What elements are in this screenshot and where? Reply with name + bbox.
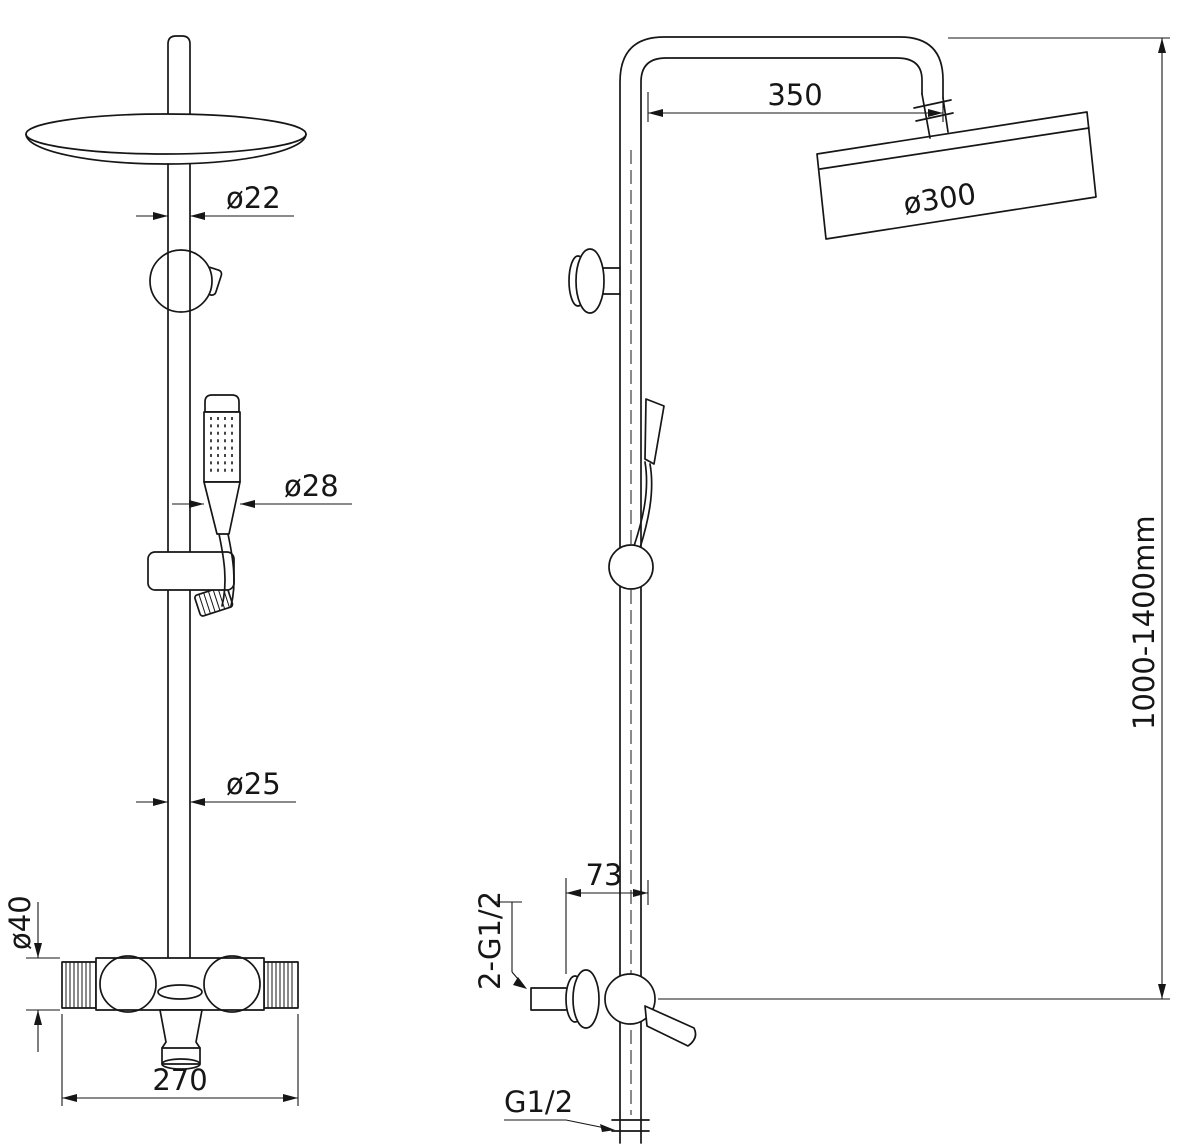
spray-nozzles (210, 417, 233, 476)
mixer-handle-left (61, 961, 97, 1009)
dim-label-inlet-thread: 2-G1/2 (473, 891, 507, 990)
dim-column-height: 1000-1400mm (658, 37, 1170, 1000)
mixer-logo (157, 984, 203, 1000)
dim-label-pipe-upper-diameter: ø22 (226, 181, 281, 215)
mixer-side (530, 969, 697, 1132)
side-riser-and-arm-outer (619, 36, 944, 1144)
dim-pipe-lower-diameter: ø25 (136, 767, 296, 806)
overhead-shower-side (816, 111, 1097, 240)
dim-mixer-width: 270 (61, 1014, 299, 1106)
dim-label-arm-reach: 350 (767, 78, 822, 112)
dimensions: ø22 ø28 ø25 ø40 (3, 37, 1170, 1132)
mixer-front (61, 955, 299, 1070)
handset-spray-face (203, 411, 241, 483)
handset-cap (204, 394, 240, 413)
dim-label-mixer-body-diameter: ø40 (3, 895, 37, 950)
dim-wall-offset: 73 (565, 858, 649, 974)
bottom-fitting (611, 1119, 650, 1132)
handset-hose-side (633, 461, 653, 549)
hand-shower-holder-front (147, 551, 235, 617)
head-connector (913, 93, 954, 139)
mixer-body-side (604, 973, 656, 1025)
wall-bracket-front (149, 249, 223, 313)
mixer-spout-side (644, 1005, 697, 1047)
dim-arm-reach: 350 (647, 78, 944, 122)
handset-hose (218, 533, 235, 607)
dim-mixer-body-diameter: ø40 (3, 895, 60, 1052)
mixer-body (95, 957, 265, 1011)
side-riser-and-arm-inner (640, 57, 923, 1144)
side-view (530, 36, 1097, 1144)
dim-label-wall-offset: 73 (586, 858, 623, 892)
dim-inlet-thread: 2-G1/2 (473, 891, 527, 990)
dim-hand-shower-diameter: ø28 (172, 469, 352, 508)
handset-handle (203, 481, 241, 535)
slider-knob (608, 544, 654, 590)
mixer-handle-right (263, 961, 299, 1009)
dim-label-outlet-thread: G1/2 (504, 1085, 573, 1119)
dim-label-column-height: 1000-1400mm (1127, 515, 1161, 730)
dim-label-hand-shower-diameter: ø28 (284, 469, 339, 503)
dim-pipe-upper-diameter: ø22 (136, 181, 294, 220)
hand-shower-front (203, 394, 241, 607)
holder-body (147, 551, 235, 591)
dim-outlet-thread: G1/2 (504, 1085, 615, 1132)
wall-bracket-side (568, 248, 621, 314)
mixer-spout (159, 1009, 203, 1065)
inlet-stub (530, 987, 567, 1011)
dim-label-pipe-lower-diameter: ø25 (226, 767, 281, 801)
front-view (25, 35, 307, 1070)
hand-shower-side (608, 398, 665, 590)
front-top-pipe (167, 35, 191, 119)
overhead-shower-front (25, 113, 307, 165)
dim-label-mixer-width: 270 (152, 1063, 207, 1097)
